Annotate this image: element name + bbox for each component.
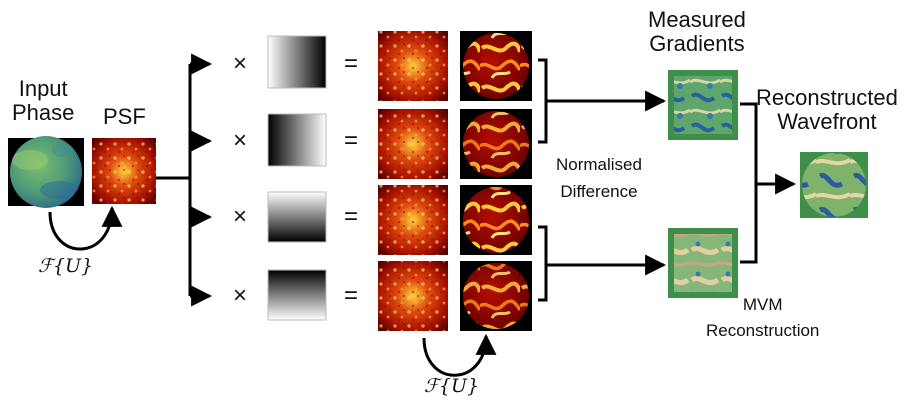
mask-3 [267,191,327,243]
equals-operator-1: = [344,50,359,77]
equals-operator-3: = [344,203,359,230]
reconstructed-wavefront-image [800,152,868,218]
branch-lines [156,53,213,307]
input-phase-label: Input Phase [12,76,75,126]
times-operator-2: × [233,127,248,154]
reconstructed-wavefront-label: Reconstructed Wavefront [756,85,898,135]
psf-image [92,138,156,204]
mask-4 [267,269,327,321]
masked-psf-images [378,31,448,331]
fourier-arc-left [48,205,123,251]
pupil-intensity-images [460,31,532,331]
input-phase-image [8,136,84,208]
equals-operator-2: = [344,127,359,154]
mvm-reconstruction-label: MVM Reconstruction [706,295,820,340]
times-operator-1: × [233,50,248,77]
combine-lines [740,102,797,264]
mask-1 [267,35,327,89]
bracket-lines [538,58,667,302]
fourier-arc-bottom [422,333,497,377]
mask-2 [267,113,327,167]
measured-gradient-images [668,70,738,298]
measured-gradients-label: Measured Gradients [648,7,746,57]
times-operator-3: × [233,203,248,230]
normalised-difference-label: Normalised Difference [556,155,642,201]
psf-label: PSF [103,104,146,129]
times-operator-4: × [233,282,248,309]
fourier-label-bottom: ℱ{U} [424,375,480,397]
equals-operator-4: = [344,282,359,309]
fourier-label-left: ℱ{U} [38,255,94,277]
